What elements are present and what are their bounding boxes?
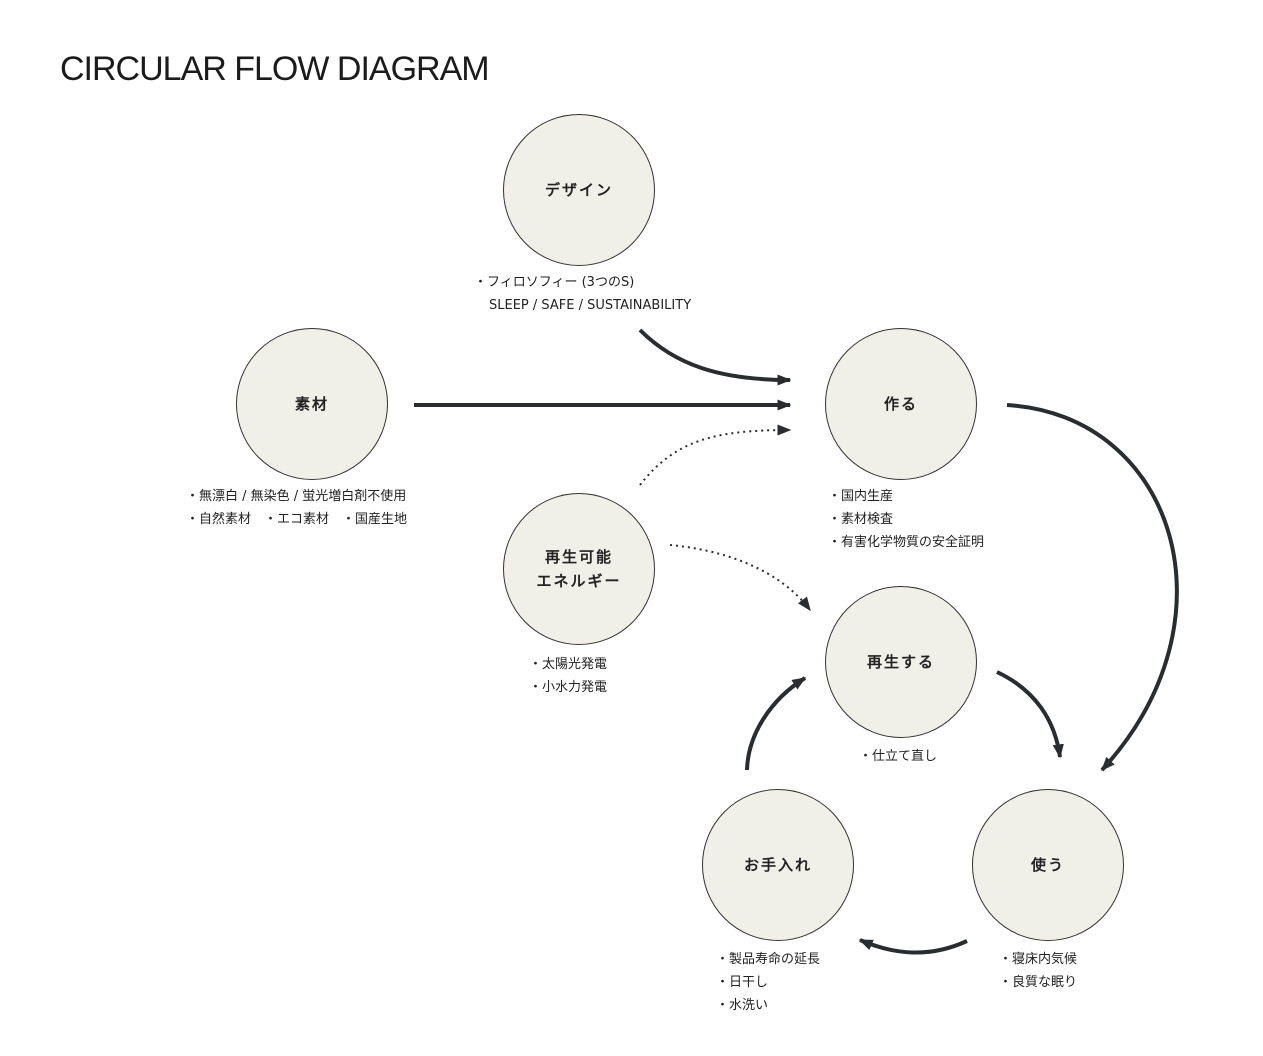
node-regenerate-label: 再生する <box>866 653 935 671</box>
label-line: 再生可能 <box>544 548 613 566</box>
note-item: ・無漂白 / 無染色 / 蛍光増白剤不使用 <box>186 489 407 504</box>
node-use: 使う <box>972 789 1124 941</box>
arrow-renewable-to-regenerate <box>669 544 811 612</box>
note-item: ・水洗い <box>716 998 769 1013</box>
node-material-label: 素材 <box>294 395 329 413</box>
renewable-notes: ・太陽光発電 ・小水力発電 <box>529 653 607 699</box>
node-design-label: デザイン <box>544 181 613 199</box>
note-item: ・仕立て直し <box>859 749 938 764</box>
note-item: ・小水力発電 <box>529 680 608 695</box>
label-line: エネルギー <box>536 572 622 590</box>
use-notes: ・寝床内気候 ・良質な眠り <box>999 948 1077 994</box>
node-regenerate: 再生する <box>825 586 977 738</box>
note-item: ・国内生産 <box>828 489 894 504</box>
design-notes: ・フィロソフィー (3つのS) SLEEP / SAFE / SUSTAINAB… <box>474 271 691 317</box>
node-renewable-energy-label: 再生可能 エネルギー <box>536 545 621 593</box>
arrow-renewable-to-make <box>639 424 792 486</box>
node-care: お手入れ <box>702 789 854 941</box>
arrow-care-to-regenerate <box>745 676 807 771</box>
node-design: デザイン <box>503 114 655 266</box>
arrow-make-to-use <box>1006 403 1179 772</box>
make-notes: ・国内生産 ・素材検査 ・有害化学物質の安全証明 <box>828 485 984 554</box>
note-item: ・製品寿命の延長 <box>716 952 821 967</box>
node-use-label: 使う <box>1030 856 1065 874</box>
node-renewable-energy: 再生可能 エネルギー <box>503 493 655 645</box>
note-item: ・自然素材 ・エコ素材 ・国産生地 <box>186 512 408 527</box>
node-make-label: 作る <box>883 395 918 413</box>
arrow-use-to-care <box>858 938 968 955</box>
note-item: ・太陽光発電 <box>529 657 608 672</box>
note-item: SLEEP / SAFE / SUSTAINABILITY <box>489 298 692 313</box>
page-title: CIRCULAR FLOW DIAGRAM <box>60 50 490 88</box>
note-item: ・素材検査 <box>828 512 894 527</box>
note-item: ・有害化学物質の安全証明 <box>828 535 985 550</box>
node-make: 作る <box>825 328 977 480</box>
node-material: 素材 <box>236 328 388 480</box>
arrow-design-to-make <box>638 328 792 386</box>
note-item: ・フィロソフィー (3つのS) <box>474 275 635 290</box>
node-care-label: お手入れ <box>743 856 812 874</box>
note-item: ・寝床内気候 <box>999 952 1078 967</box>
note-item: ・良質な眠り <box>999 975 1078 990</box>
regenerate-notes: ・仕立て直し <box>859 745 937 768</box>
note-item: ・日干し <box>716 975 769 990</box>
material-notes: ・無漂白 / 無染色 / 蛍光増白剤不使用 ・自然素材 ・エコ素材 ・国産生地 <box>186 485 407 531</box>
care-notes: ・製品寿命の延長 ・日干し ・水洗い <box>716 948 820 1017</box>
arrow-regenerate-to-use <box>996 670 1064 759</box>
